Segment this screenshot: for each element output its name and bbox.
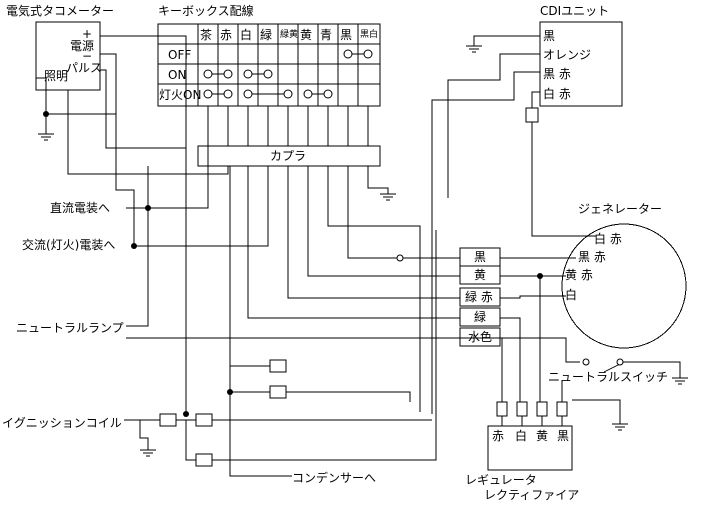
generator-terminal-yellow-red: 黄 赤 — [565, 268, 593, 282]
cdi-terminal-white-red: 白 赤 — [543, 86, 571, 101]
regulator-fuse-connectors — [496, 401, 568, 426]
ac-equipment-label: 交流(灯火)電装へ — [22, 237, 115, 252]
key-col-red: 赤 — [220, 28, 232, 42]
cdi-terminal-orange: オレンジ — [543, 48, 591, 62]
coupler-box — [197, 145, 381, 167]
junction-connectors — [459, 247, 501, 347]
regulator-terminal-red: 赤 — [492, 429, 504, 443]
key-connection-symbols — [203, 49, 373, 99]
junction-light-blue: 水色 — [468, 330, 492, 344]
cdi-terminal-black: 黒 — [543, 29, 555, 43]
cdi-box — [539, 21, 623, 107]
key-col-brown: 茶 — [200, 27, 212, 42]
generator-terminal-white: 白 — [565, 287, 577, 302]
key-col-black-white: 黒白 — [360, 28, 378, 40]
dc-equipment-label: 直流電装へ — [50, 201, 110, 215]
key-col-black: 黒 — [340, 28, 352, 42]
tachometer-plus-label: + — [82, 27, 92, 41]
key-box-table — [157, 23, 381, 107]
keybox-coupler-wires — [207, 106, 369, 146]
key-row-off: OFF — [168, 48, 191, 62]
tachometer-minus-label: − — [82, 49, 92, 63]
ground-symbols — [38, 45, 688, 457]
generator-terminal-white-red: 白 赤 — [594, 231, 622, 246]
inline-connectors — [159, 107, 539, 467]
regulator-terminal-black: 黒 — [557, 429, 569, 443]
junction-black: 黒 — [474, 250, 486, 264]
key-col-white: 白 — [240, 27, 252, 42]
neutral-switch — [582, 358, 624, 366]
tachometer-pulse-label: パルス — [66, 61, 102, 75]
junction-yellow: 黄 — [474, 268, 486, 282]
key-col-blue: 青 — [320, 28, 332, 42]
key-col-green: 緑 — [260, 27, 272, 42]
ignition-coil-label: イグニッションコイル — [2, 416, 122, 430]
generator-circle — [561, 223, 687, 349]
neutral-lamp-label: ニュートラルランプ — [16, 321, 124, 335]
condenser-label: コンデンサーへ — [292, 470, 376, 485]
tachometer-title: 電気式タコメーター — [6, 3, 114, 18]
junction-dots — [43, 111, 543, 417]
key-col-yellow: 黄 — [300, 28, 312, 42]
regulator-terminal-yellow: 黄 — [536, 429, 548, 443]
junction-green: 緑 — [474, 309, 486, 324]
tachometer-power-label: 電源 — [70, 39, 94, 53]
tachometer-light-label: 照明 — [44, 69, 68, 83]
regulator-box — [487, 425, 573, 471]
neutral-switch-label: ニュートラルスイッチ — [548, 370, 668, 384]
key-row-on: ON — [168, 68, 186, 82]
junction-green-red: 緑 赤 — [465, 289, 493, 304]
coupler-label: カプラ — [270, 149, 306, 163]
generator-title: ジェネレーター — [578, 202, 662, 216]
generator-terminal-black-red: 黒 赤 — [578, 250, 606, 264]
regulator-terminal-white: 白 — [515, 428, 527, 443]
key-box-title: キーボックス配線 — [158, 3, 254, 18]
wiring — [36, 35, 681, 477]
cdi-terminal-black-red: 黒 赤 — [543, 67, 571, 81]
tachometer-box — [35, 21, 101, 91]
key-col-green-yellow: 緑黄 — [280, 28, 298, 40]
regulator-label-1: レギュレータ — [465, 473, 537, 487]
regulator-label-2: レクティファイア — [484, 488, 579, 502]
cdi-title: CDIユニット — [540, 4, 609, 18]
key-row-light-on: 灯火ON — [159, 88, 201, 102]
